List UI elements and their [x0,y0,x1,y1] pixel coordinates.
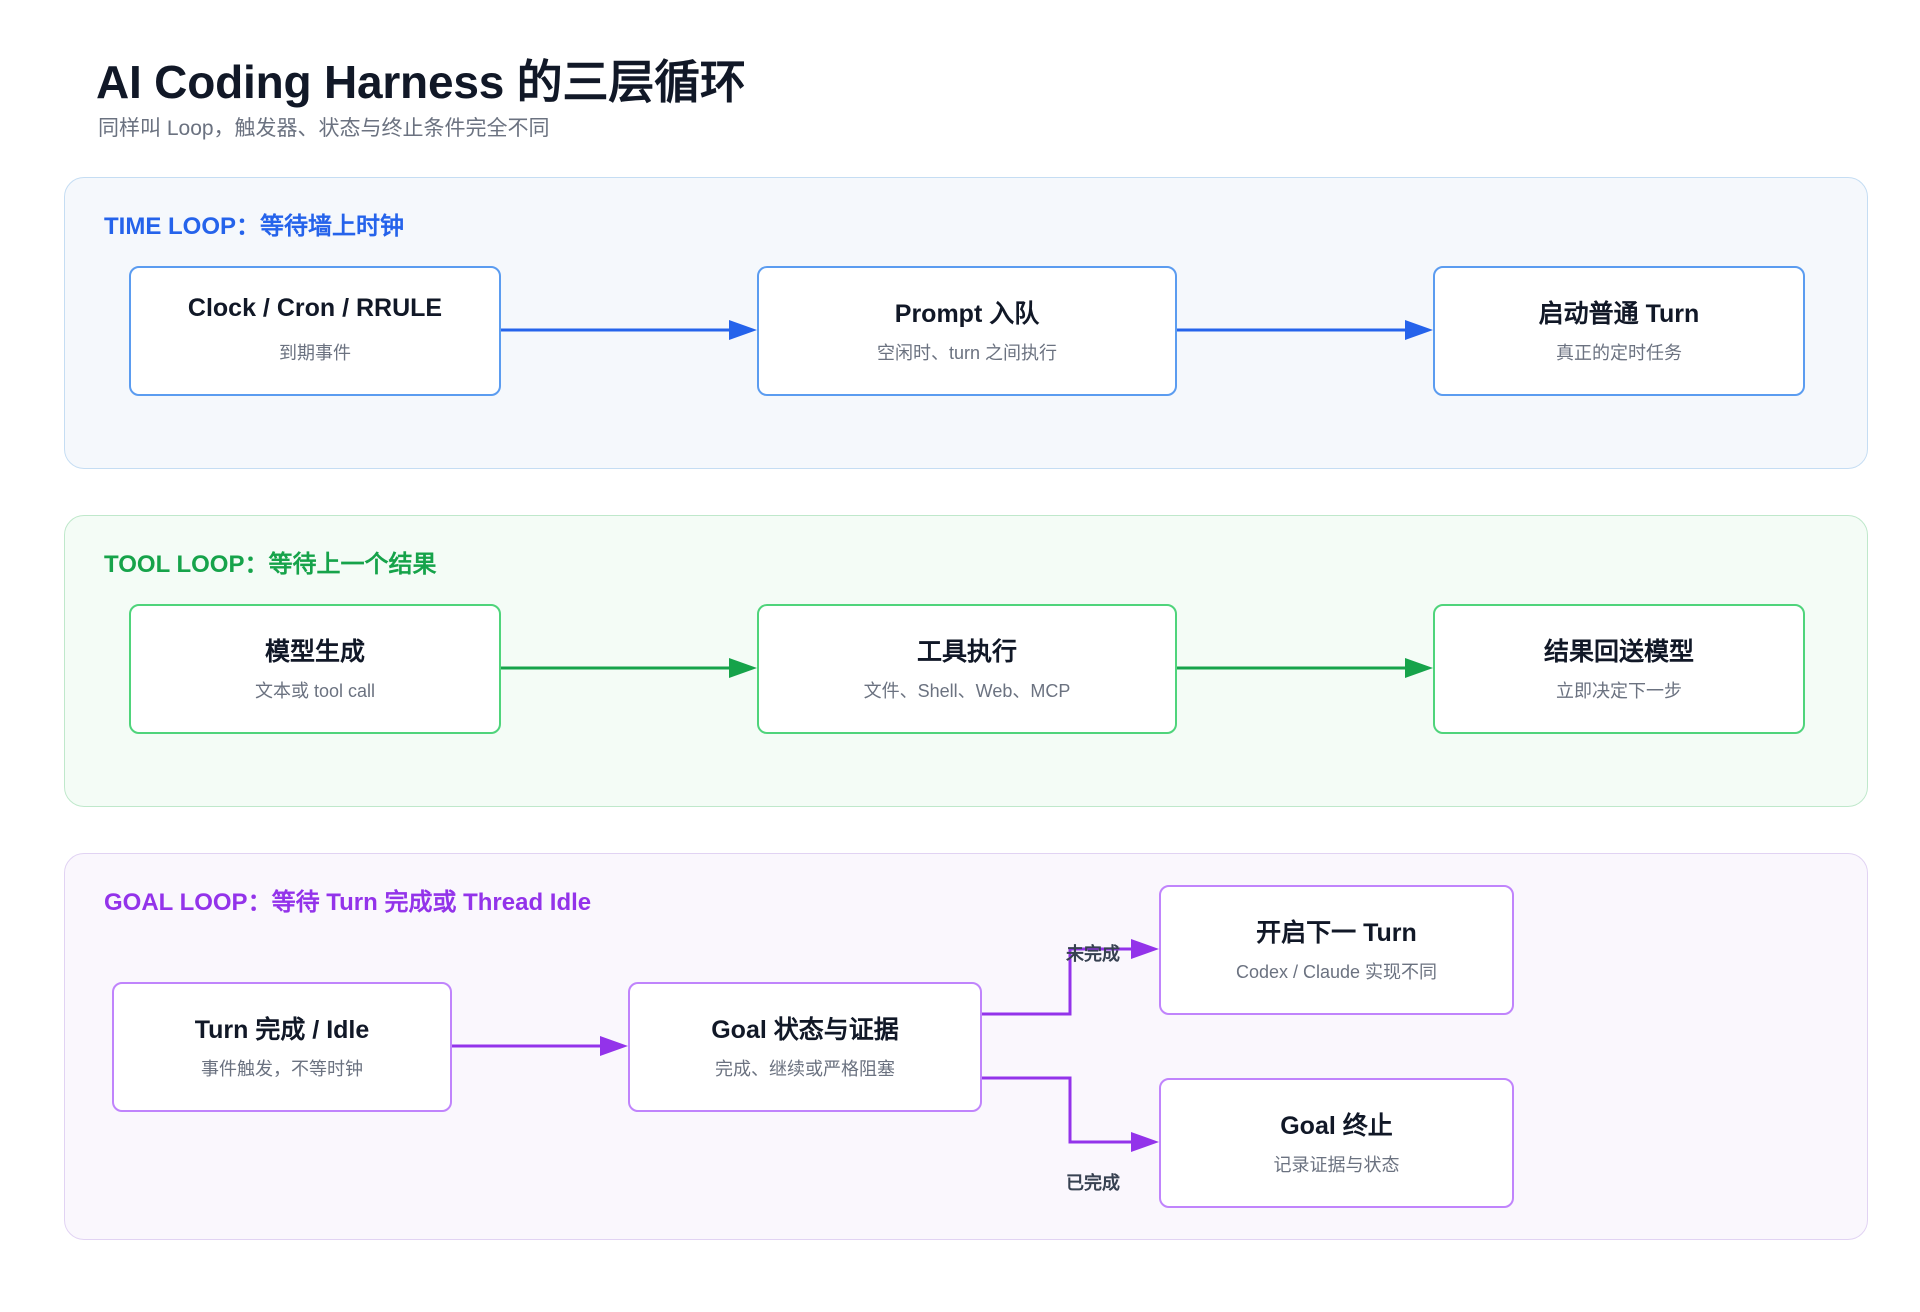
goal-loop-label: GOAL LOOP：等待 Turn 完成或 Thread Idle [104,889,592,916]
node-subtitle: 空闲时、turn 之间执行 [876,343,1058,363]
node-title: Goal 终止 [1280,1112,1393,1140]
node-subtitle: 真正的定时任务 [1556,343,1682,363]
tool-loop-label: TOOL LOOP：等待上一个结果 [104,551,437,578]
edge-label-incomplete: 未完成 [1066,944,1120,964]
node-title: 结果回送模型 [1543,638,1694,666]
node-subtitle: 到期事件 [279,343,351,363]
node-clock-cron: Clock / Cron / RRULE 到期事件 [129,266,501,396]
time-loop-label: TIME LOOP：等待墙上时钟 [104,213,404,240]
node-subtitle: 完成、继续或严格阻塞 [715,1059,895,1079]
node-subtitle: 文件、Shell、Web、MCP [863,681,1071,701]
node-subtitle: Codex / Claude 实现不同 [1235,962,1438,982]
page-subtitle: 同样叫 Loop，触发器、状态与终止条件完全不同 [98,117,550,140]
node-title: 开启下一 Turn [1256,919,1417,947]
node-subtitle: 文本或 tool call [254,681,376,701]
node-title: Prompt 入队 [894,300,1040,328]
node-turn-idle: Turn 完成 / Idle 事件触发，不等时钟 [112,982,452,1112]
node-start-turn: 启动普通 Turn 真正的定时任务 [1433,266,1805,396]
node-next-turn: 开启下一 Turn Codex / Claude 实现不同 [1159,885,1514,1015]
page-title: AI Coding Harness 的三层循环 [96,56,746,108]
node-model-generate: 模型生成 文本或 tool call [129,604,501,734]
node-title: 模型生成 [264,638,365,666]
node-subtitle: 事件触发，不等时钟 [201,1059,363,1079]
node-subtitle: 立即决定下一步 [1556,681,1682,701]
node-title: Clock / Cron / RRULE [187,294,443,322]
node-prompt-enqueue: Prompt 入队 空闲时、turn 之间执行 [757,266,1177,396]
node-tool-execute: 工具执行 文件、Shell、Web、MCP [757,604,1177,734]
node-title: Goal 状态与证据 [711,1016,899,1044]
node-title: 工具执行 [916,638,1017,666]
node-goal-end: Goal 终止 记录证据与状态 [1159,1078,1514,1208]
node-result-return: 结果回送模型 立即决定下一步 [1433,604,1805,734]
node-title: 启动普通 Turn [1538,300,1700,328]
node-subtitle: 记录证据与状态 [1273,1155,1400,1175]
node-title: Turn 完成 / Idle [194,1016,370,1044]
edge-label-complete: 已完成 [1066,1173,1120,1193]
node-goal-state: Goal 状态与证据 完成、继续或严格阻塞 [628,982,982,1112]
